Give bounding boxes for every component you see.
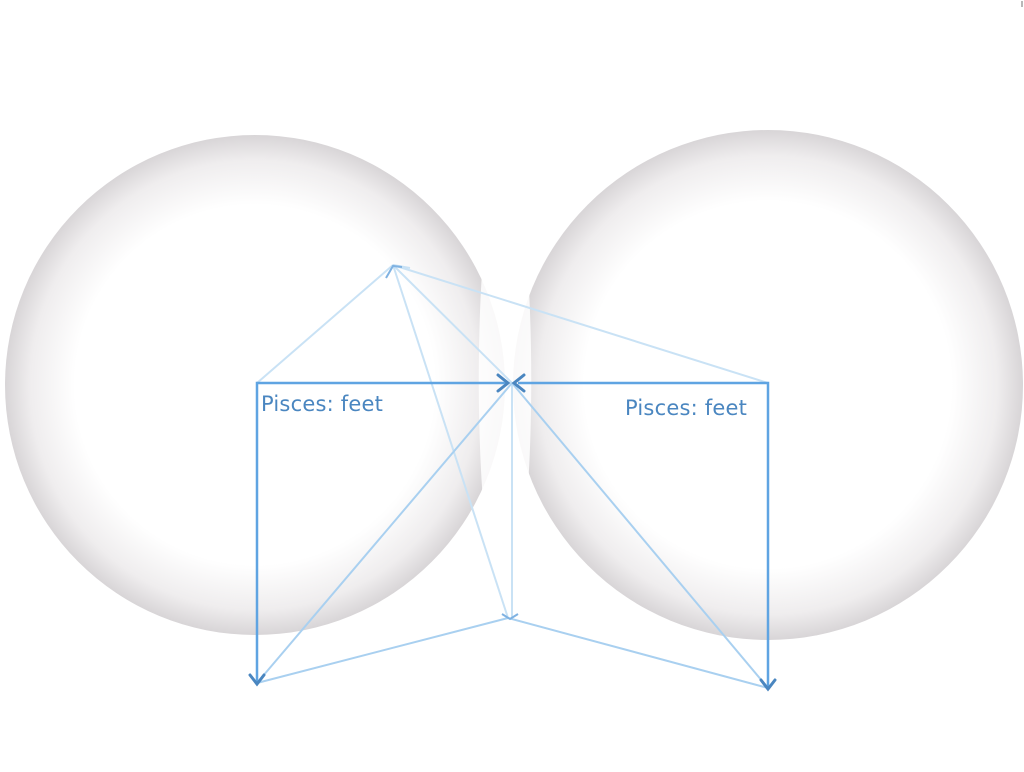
arrow-small-icon — [501, 613, 519, 621]
corner-mark — [1021, 1, 1023, 7]
constellation-label-pisces-left: Pisces: feet — [261, 392, 384, 416]
constellation-lines-medium — [256, 382, 769, 689]
arrow-down-icon — [759, 678, 777, 692]
arrow-left-icon — [511, 373, 526, 393]
constellation-lines-strong — [255, 381, 770, 688]
arrow-down-icon — [248, 673, 266, 687]
arrow-icons — [248, 373, 777, 692]
constellation-label-pisces-right: Pisces: feet — [625, 396, 748, 420]
arrow-small-icon — [385, 264, 403, 279]
arrow-right-icon — [496, 373, 511, 393]
